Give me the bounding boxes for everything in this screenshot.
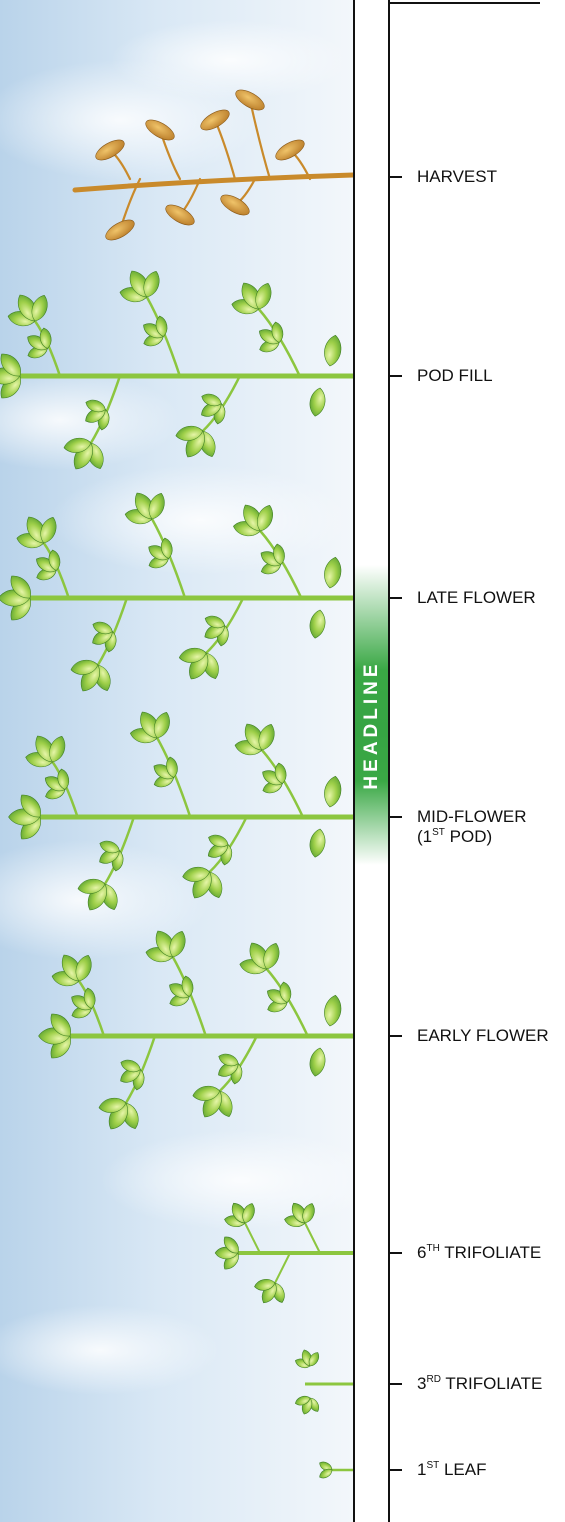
stage-label-first-leaf: 1ST LEAF [417,1460,487,1480]
stage-tick [390,375,402,377]
stage-label-third-trifoliate: 3RD TRIFOLIATE [417,1374,542,1394]
stage-label-mid-flower: MID-FLOWER (1ST POD) [417,807,527,847]
axis-top-cap [388,2,540,4]
headline-label-text: HEADLINE [361,660,383,789]
stage-tick [390,176,402,178]
growth-axis [388,0,390,1522]
stage-label-pod-fill: POD FILL [417,366,493,386]
stage-tick [390,816,402,818]
stage-label-harvest: HARVEST [417,167,497,187]
stage-label-sixth-trifoliate: 6TH TRIFOLIATE [417,1243,541,1263]
plant-illustration-panel [0,0,355,1522]
cloud [50,465,350,575]
stage-tick [390,1252,402,1254]
stage-tick [390,597,402,599]
stage-tick [390,1383,402,1385]
plant-growth-illustration [0,0,353,1522]
stage-sublabel-first-pod: (1ST POD) [417,827,527,847]
stage-label-early-flower: EARLY FLOWER [417,1026,549,1046]
stage-label-late-flower: LATE FLOWER [417,588,536,608]
stage-tick [390,1469,402,1471]
stage-tick [390,1035,402,1037]
cloud [110,20,350,100]
